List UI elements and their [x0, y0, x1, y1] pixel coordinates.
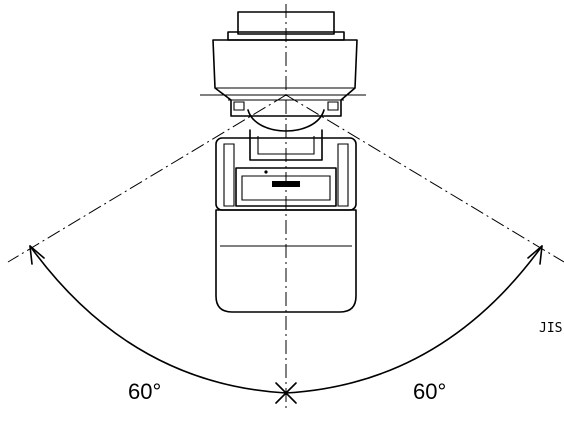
device-base	[215, 209, 357, 313]
device-outline	[212, 11, 358, 313]
left-arrowhead	[29, 245, 45, 265]
left-limit-line	[7, 94, 287, 263]
center-tick-arrows	[275, 382, 297, 404]
angle-dimension	[29, 245, 543, 404]
reference-lines	[7, 4, 564, 412]
edge-tag-text: JIS	[539, 321, 562, 336]
device-upper-housing	[212, 39, 358, 117]
right-limit-line	[285, 94, 564, 263]
right-arrowhead	[527, 245, 543, 265]
angle-left-label: 60°	[128, 379, 161, 404]
device-inner-panel	[235, 167, 337, 207]
angle-right-label: 60°	[413, 379, 446, 404]
